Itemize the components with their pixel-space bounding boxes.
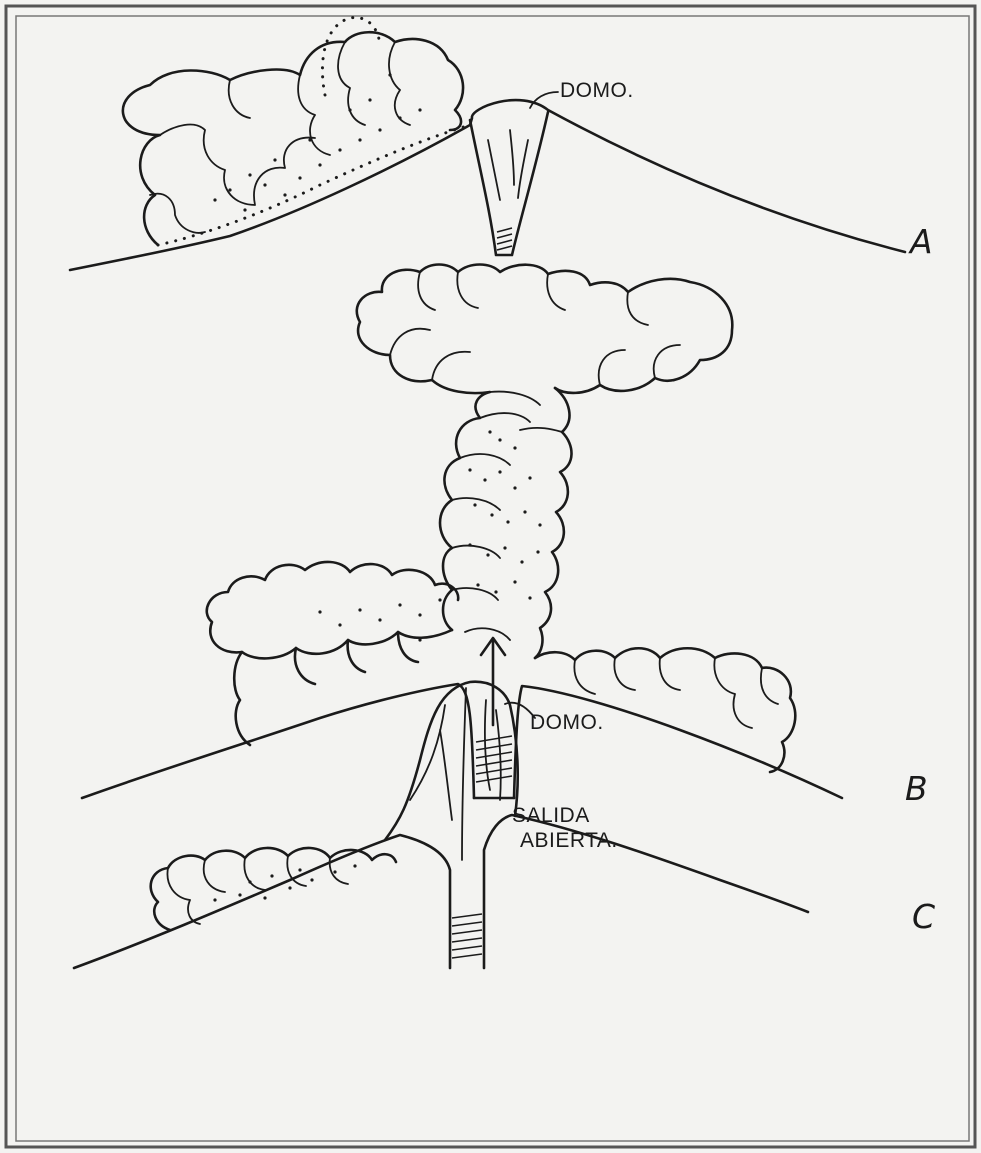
panel-b-right-cloud-lobes <box>574 658 778 728</box>
panel-c-cloud <box>151 848 396 930</box>
panel-a-conduit-hatch <box>497 228 512 250</box>
panel-label-b: B <box>905 772 928 805</box>
panel-c-dome-streaks <box>410 688 501 860</box>
panel-b-eruption-column <box>357 265 733 631</box>
inner-frame <box>16 16 969 1141</box>
panel-a-domo-arrow <box>530 92 558 108</box>
panel-b-drawing <box>82 265 842 799</box>
domo-label-a: DOMO. <box>560 80 634 102</box>
panel-label-a: A <box>910 225 933 258</box>
outer-frame <box>6 6 975 1147</box>
panel-a-conduit <box>470 112 548 255</box>
domo-label-c: DOMO. <box>530 712 604 734</box>
panel-a-dotted-plume <box>322 17 380 95</box>
panel-a-dome-streaks <box>488 130 528 200</box>
panel-c-ground <box>74 815 808 968</box>
panel-c-drawing <box>74 682 808 968</box>
panel-a-ash-dots <box>213 73 421 211</box>
abierta-label: ABIERTA. <box>520 830 618 852</box>
panel-label-c: C <box>912 900 935 933</box>
panel-b-left-cloud-lower <box>234 632 418 745</box>
panel-b-ground <box>82 684 842 798</box>
salida-label: SALIDA <box>512 805 590 827</box>
panel-b-vent-hatch <box>476 736 512 782</box>
panel-b-column-lobes <box>390 272 680 640</box>
panel-b-left-cloud <box>207 562 458 658</box>
panel-b-ash-dots <box>318 430 541 641</box>
panel-c-conduit-hatch <box>452 914 482 958</box>
panel-a-drawing <box>70 17 905 270</box>
